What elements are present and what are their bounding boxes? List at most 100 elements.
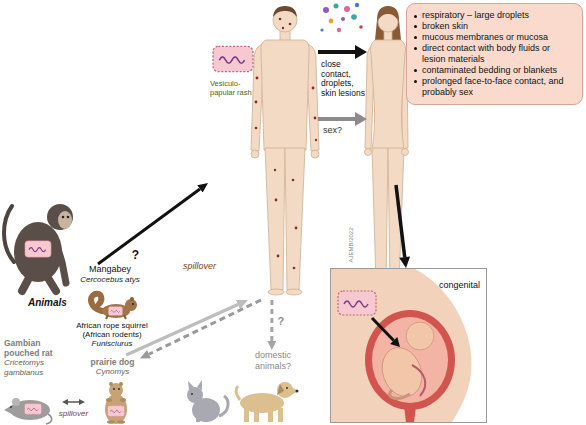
node-text: Mangabey: [70, 264, 150, 275]
man-figure-part: [261, 40, 309, 150]
node-text: Funisciurus: [70, 339, 154, 349]
cat-figure-part: [196, 414, 200, 422]
cat-figure-part: [191, 393, 193, 395]
pregnancy-illustration-part: [338, 291, 376, 315]
connector: [68, 401, 79, 403]
man-figure-part: [311, 150, 319, 158]
man-figure: [251, 6, 319, 295]
watermark: AJEMB/2022: [348, 220, 354, 270]
mangabey-figure-part: [54, 236, 66, 283]
node-text: mucous membranes or mucosa: [422, 32, 548, 43]
bullet-dot: [414, 47, 417, 50]
rat-figure: [4, 398, 52, 424]
squirrel-label: African rope squirrel(African rodents)Fu…: [70, 321, 154, 349]
prairie-dog-label: prairie dogCynomys: [85, 355, 140, 425]
prairie-dog-figure: [105, 382, 127, 424]
connector: [270, 300, 273, 341]
woman-figure: [365, 6, 409, 290]
squirrel-figure-part: [125, 299, 137, 311]
mangabey-figure-part: [22, 276, 30, 291]
node-text: Gambian pouched rat: [4, 338, 62, 358]
connector: [98, 189, 200, 264]
squirrel-figure-part: [130, 297, 134, 301]
rash-lesions-part: [255, 101, 258, 104]
transmission-label: close contact, droplets, skin lesions: [321, 60, 365, 98]
squirrel-figure-part: [106, 315, 126, 319]
dog-figure-part: [254, 410, 259, 422]
rash-lesions-part: [293, 267, 296, 270]
bullet-dot: [414, 69, 417, 72]
squirrel-figure-part: [132, 303, 134, 305]
bullet-dot: [414, 36, 417, 39]
prairie-dog-figure-part: [113, 388, 115, 390]
dog-figure-part: [290, 386, 298, 396]
bullet-dot: [414, 15, 417, 18]
dog-figure-part: [296, 390, 299, 393]
rat-figure-part: [24, 404, 41, 415]
rat-figure-part: [12, 398, 20, 406]
mangabey-figure-part: [4, 206, 14, 262]
virus-particles-part: [329, 19, 334, 24]
node-text: contaminated bedding or blankets: [422, 65, 557, 76]
rash-lesions-part: [315, 139, 317, 141]
dog-figure-part: [286, 387, 288, 389]
node-text: broken skin: [422, 21, 468, 32]
group-label: Animals: [28, 297, 67, 308]
mangabey-figure: [4, 204, 73, 291]
bullet-item: contaminated bedding or blankets: [414, 65, 576, 76]
congenital-panel: congenital: [330, 268, 487, 423]
prairie-dog-figure-part: [106, 398, 112, 402]
sex-arrow: [318, 112, 367, 126]
bullet-item: respiratory – large droplets: [414, 10, 576, 21]
pregnancy-illustration-part: [372, 318, 394, 341]
dog-figure-part: [244, 408, 249, 422]
woman-figure-part: [378, 9, 398, 20]
node-text: respiratory – large droplets: [422, 10, 529, 21]
woman-figure-part: [371, 40, 406, 150]
node-text: Cercocebus atys: [70, 275, 150, 285]
rash-lesions-part: [274, 169, 276, 171]
node-text: prairie dog: [85, 357, 140, 367]
rash-lesions-part: [255, 127, 258, 130]
woman-figure-part: [402, 149, 409, 156]
prairie-dog-figure-part: [117, 420, 125, 424]
rash-lesions: [255, 18, 318, 270]
cat-figure: [187, 380, 228, 422]
prairie-dog-figure-part: [105, 394, 127, 424]
prairie-dog-figure-part: [120, 398, 126, 402]
mangabey-figure-part: [67, 216, 70, 219]
node-text: Vesiculo-papular rash: [210, 80, 256, 97]
prairie-dog-figure-part: [107, 406, 124, 417]
squirrel-figure: [91, 294, 137, 319]
dog-figure: [236, 382, 299, 422]
man-figure-part: [286, 289, 302, 295]
woman-figure-part: [388, 148, 404, 285]
virus-particles-part: [320, 28, 323, 31]
virus-particles-part: [344, 6, 350, 12]
bullet-item: prolonged face-to-face contact, and prob…: [414, 76, 576, 98]
mangabey-label: MangabeyCercocebus atys: [70, 264, 150, 290]
pregnancy-illustration-part: [390, 390, 410, 398]
node-text: prolonged face-to-face contact, and prob…: [422, 76, 576, 98]
pregnancy-illustration-part: [390, 337, 400, 347]
bullet-item: broken skin: [414, 21, 576, 32]
node-text: African rope squirrel: [70, 321, 154, 330]
rash-lesions-part: [292, 179, 295, 182]
congenital-arrow-part: [399, 256, 410, 268]
virus-particles-part: [337, 28, 341, 32]
dog-figure-part: [278, 408, 283, 422]
transmission-routes-box: respiratory – large dropletsbroken skinm…: [406, 3, 583, 105]
cat-figure-part: [219, 396, 228, 416]
node-text: Cricetomys gambianus: [4, 358, 62, 377]
bullet-dot: [414, 25, 417, 28]
node-text: direct contact with body fluids or lesio…: [422, 43, 576, 65]
mangabey-figure-part: [58, 211, 72, 229]
transmission-label: sex?: [323, 125, 342, 135]
contact-arrow: [318, 45, 367, 59]
bullet-item: mucous membranes or mucosa: [414, 32, 576, 43]
squirrel-figure-part: [91, 294, 102, 311]
virus-particles-part: [359, 25, 363, 29]
prairie-dog-figure-part: [107, 420, 115, 424]
